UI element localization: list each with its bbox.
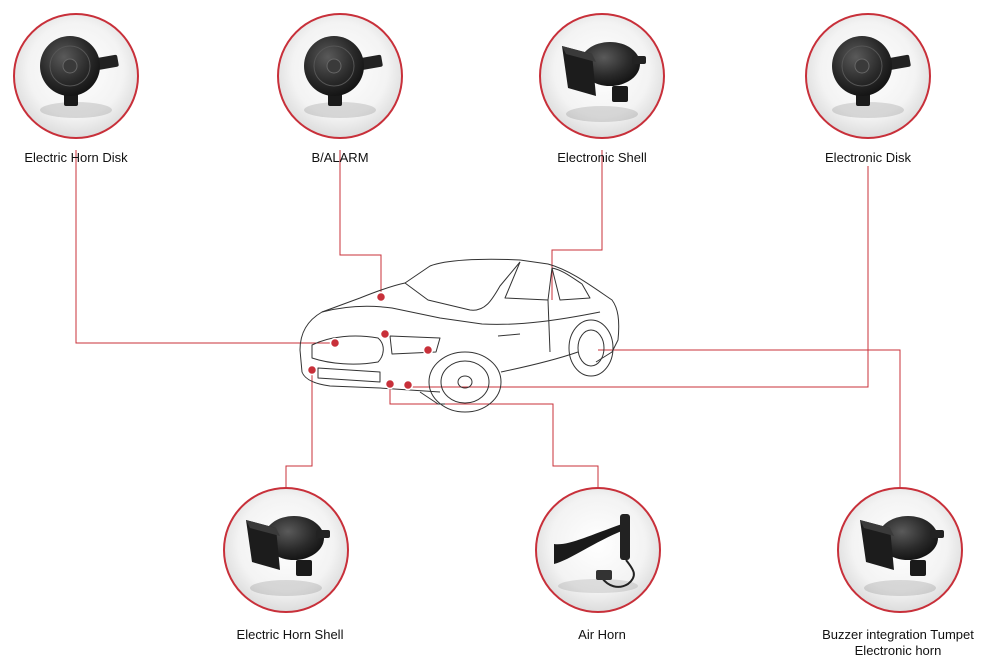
product-label-electronic-disk: Electronic Disk	[768, 150, 968, 166]
product-label-electric-horn-shell: Electric Horn Shell	[190, 627, 390, 643]
product-electric-horn-shell[interactable]	[223, 487, 349, 613]
connection-dot	[384, 378, 396, 390]
connection-points	[306, 291, 434, 391]
product-label-line: Buzzer integration Tumpet	[822, 627, 974, 642]
product-electric-horn-disk[interactable]	[13, 13, 139, 139]
disk-horn-icon	[40, 36, 119, 118]
connector-lines	[75, 150, 901, 488]
product-label-electric-horn-disk: Electric Horn Disk	[0, 150, 176, 166]
connector-line-electric-horn-disk	[75, 150, 335, 344]
product-air-horn[interactable]	[535, 487, 661, 613]
product-label-line: Air Horn	[578, 627, 626, 642]
product-electronic-shell[interactable]	[539, 13, 665, 139]
connector-line-electronic-shell	[551, 150, 603, 300]
connector-line-electronic-disk	[408, 166, 869, 388]
product-electronic-disk[interactable]	[805, 13, 931, 139]
product-label-air-horn: Air Horn	[502, 627, 702, 643]
shell-horn-icon	[860, 516, 944, 596]
connector-line-electric-horn-shell	[285, 370, 313, 488]
connector-line-buzzer-integration-trumpet	[598, 349, 901, 488]
connection-dot	[379, 328, 391, 340]
connection-dot	[402, 379, 414, 391]
disk-horn-icon	[832, 36, 911, 118]
connection-dot	[329, 337, 341, 349]
product-label-line: Electronic Shell	[557, 150, 647, 165]
product-label-line: Electric Horn Shell	[236, 627, 344, 642]
product-buzzer-integration-trumpet[interactable]	[837, 487, 963, 613]
product-label-line: Electronic Disk	[825, 150, 911, 165]
connection-dot	[375, 291, 387, 303]
shell-horn-icon	[246, 516, 330, 596]
connector-line-air-horn	[389, 384, 599, 488]
connection-dot	[306, 364, 318, 376]
connector-line-b-alarm	[339, 150, 382, 297]
disk-horn-icon	[304, 36, 383, 118]
car-outline-icon	[299, 258, 620, 413]
connection-dot	[422, 344, 434, 356]
shell-horn-icon	[562, 42, 646, 122]
product-label-line: Electric Horn Disk	[24, 150, 128, 165]
product-label-line: Electronic horn	[854, 643, 942, 658]
product-b-alarm[interactable]	[277, 13, 403, 139]
air-horn-icon	[554, 514, 638, 593]
product-label-line: B/ALARM	[311, 150, 369, 165]
product-label-b-alarm: B/ALARM	[240, 150, 440, 166]
product-label-electronic-shell: Electronic Shell	[502, 150, 702, 166]
